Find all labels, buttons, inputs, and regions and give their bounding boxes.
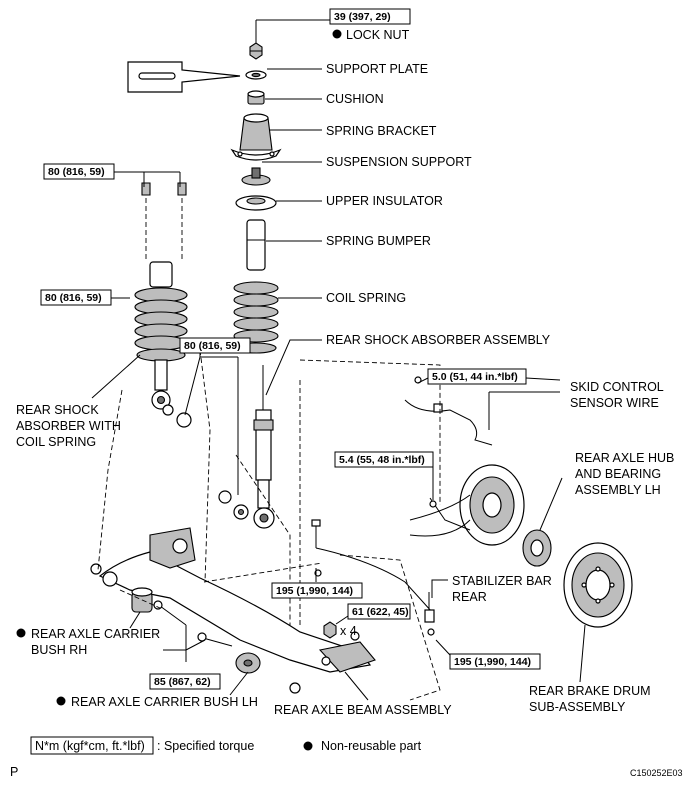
label-coil-spring: COIL SPRING [326, 291, 406, 305]
label-support-plate: SUPPORT PLATE [326, 62, 428, 76]
legend-torque-text: : Specified torque [157, 739, 254, 753]
torque-box-upper-bolt: 80 (816, 59) [43, 163, 115, 180]
carrier-bush-lh-part [235, 652, 261, 674]
support-plate-detail [127, 61, 241, 93]
carrier-bush-rh-part [131, 587, 153, 613]
svg-text:80 (816, 59): 80 (816, 59) [48, 166, 105, 178]
legend-nonreusable-text: Non-reusable part [321, 739, 422, 753]
torque-box-carrier-bolt: 85 (867, 62) [149, 673, 221, 690]
label-carrier-bush-rh-2: BUSH RH [31, 643, 87, 657]
label-brake-drum-2: SUB-ASSEMBLY [529, 700, 626, 714]
svg-text:5.0 (51, 44 in.*lbf): 5.0 (51, 44 in.*lbf) [432, 371, 518, 383]
label-beam-assembly: REAR AXLE BEAM ASSEMBLY [274, 703, 452, 717]
upper-insulator-part [235, 195, 277, 211]
rear-shock-absorber-part [253, 365, 275, 529]
hub-bolt-quantity: x 4 [340, 624, 357, 638]
support-plate-part [245, 70, 267, 80]
shock-with-spring-part [134, 182, 192, 428]
label-skid-wire-1: SKID CONTROL [570, 380, 664, 394]
torque-box-stab-lower: 195 (1,990, 144) [449, 653, 541, 670]
carrier-bush-rh-nonreusable-dot [16, 628, 26, 638]
label-rear-shock-assembly: REAR SHOCK ABSORBER ASSEMBLY [326, 333, 551, 347]
torque-box-hub-sensor: 5.4 (55, 48 in.*lbf) [334, 451, 434, 468]
label-suspension-support: SUSPENSION SUPPORT [326, 155, 472, 169]
torque-box-hub-bolt: 61 (622, 45) [347, 603, 411, 620]
label-brake-drum-1: REAR BRAKE DRUM [529, 684, 651, 698]
label-hub-bearing-1: REAR AXLE HUB [575, 451, 674, 465]
torque-box-skid-sensor: 5.0 (51, 44 in.*lbf) [427, 368, 527, 385]
label-skid-wire-2: SENSOR WIRE [570, 396, 659, 410]
spring-bracket-part [230, 113, 282, 161]
label-carrier-bush-rh-1: REAR AXLE CARRIER [31, 627, 160, 641]
label-hub-bearing-2: AND BEARING [575, 467, 661, 481]
label-cushion: CUSHION [326, 92, 384, 106]
rear-axle-hub-part [522, 529, 552, 567]
label-upper-insulator: UPPER INSULATOR [326, 194, 443, 208]
hub-bolts-part [323, 621, 337, 639]
shock-lower-bushings [218, 490, 249, 520]
torque-box-lower-bolt: 80 (816, 59) [179, 337, 251, 354]
suspension-support-part [241, 167, 271, 186]
label-spring-bracket: SPRING BRACKET [326, 124, 437, 138]
svg-text:195 (1,990, 144): 195 (1,990, 144) [454, 656, 531, 668]
svg-text:39 (397, 29): 39 (397, 29) [334, 11, 391, 23]
label-shock-with-spring-2: ABSORBER WITH [16, 419, 121, 433]
carrier-bolts [153, 600, 233, 647]
label-carrier-bush-lh: REAR AXLE CARRIER BUSH LH [71, 695, 258, 709]
label-stabilizer-1: STABILIZER BAR [452, 574, 552, 588]
torque-box-mid-bolt: 80 (816, 59) [40, 289, 112, 306]
rear-axle-beam-part [90, 527, 376, 694]
brake-drum-part [563, 542, 633, 628]
lock-nut-nonreusable-dot [332, 29, 342, 39]
label-spring-bumper: SPRING BUMPER [326, 234, 431, 248]
legend-nonreusable-dot [303, 741, 313, 751]
svg-text:85 (867, 62): 85 (867, 62) [154, 676, 211, 688]
footer-page-letter: P [10, 765, 18, 779]
footer-figure-code: C150252E03 [630, 768, 683, 778]
label-hub-bearing-3: ASSEMBLY LH [575, 483, 661, 497]
torque-box-lock-nut: 39 (397, 29) [329, 8, 411, 25]
svg-text:80 (816, 59): 80 (816, 59) [45, 292, 102, 304]
legend-torque-unit: N*m (kgf*cm, ft.*lbf) [35, 739, 145, 753]
label-lock-nut: LOCK NUT [346, 28, 410, 42]
cushion-part [247, 90, 265, 105]
carrier-bush-lh-nonreusable-dot [56, 696, 66, 706]
lock-nut-part [249, 42, 263, 60]
leader-lines [91, 19, 586, 701]
skid-sensor-wire-part [404, 376, 493, 531]
legend-nonreusable: Non-reusable part [303, 739, 422, 753]
legend-torque: N*m (kgf*cm, ft.*lbf) : Specified torque [30, 736, 254, 755]
svg-text:80 (816, 59): 80 (816, 59) [184, 340, 241, 352]
label-shock-with-spring-1: REAR SHOCK [16, 403, 99, 417]
label-shock-with-spring-3: COIL SPRING [16, 435, 96, 449]
svg-text:195 (1,990, 144): 195 (1,990, 144) [276, 585, 353, 597]
label-stabilizer-2: REAR [452, 590, 487, 604]
backing-plate-part [409, 464, 525, 546]
svg-text:61 (622, 45): 61 (622, 45) [352, 606, 409, 618]
spring-bumper-part [246, 219, 266, 271]
svg-text:5.4 (55, 48 in.*lbf): 5.4 (55, 48 in.*lbf) [339, 454, 425, 466]
torque-box-stab-upper: 195 (1,990, 144) [271, 582, 363, 599]
